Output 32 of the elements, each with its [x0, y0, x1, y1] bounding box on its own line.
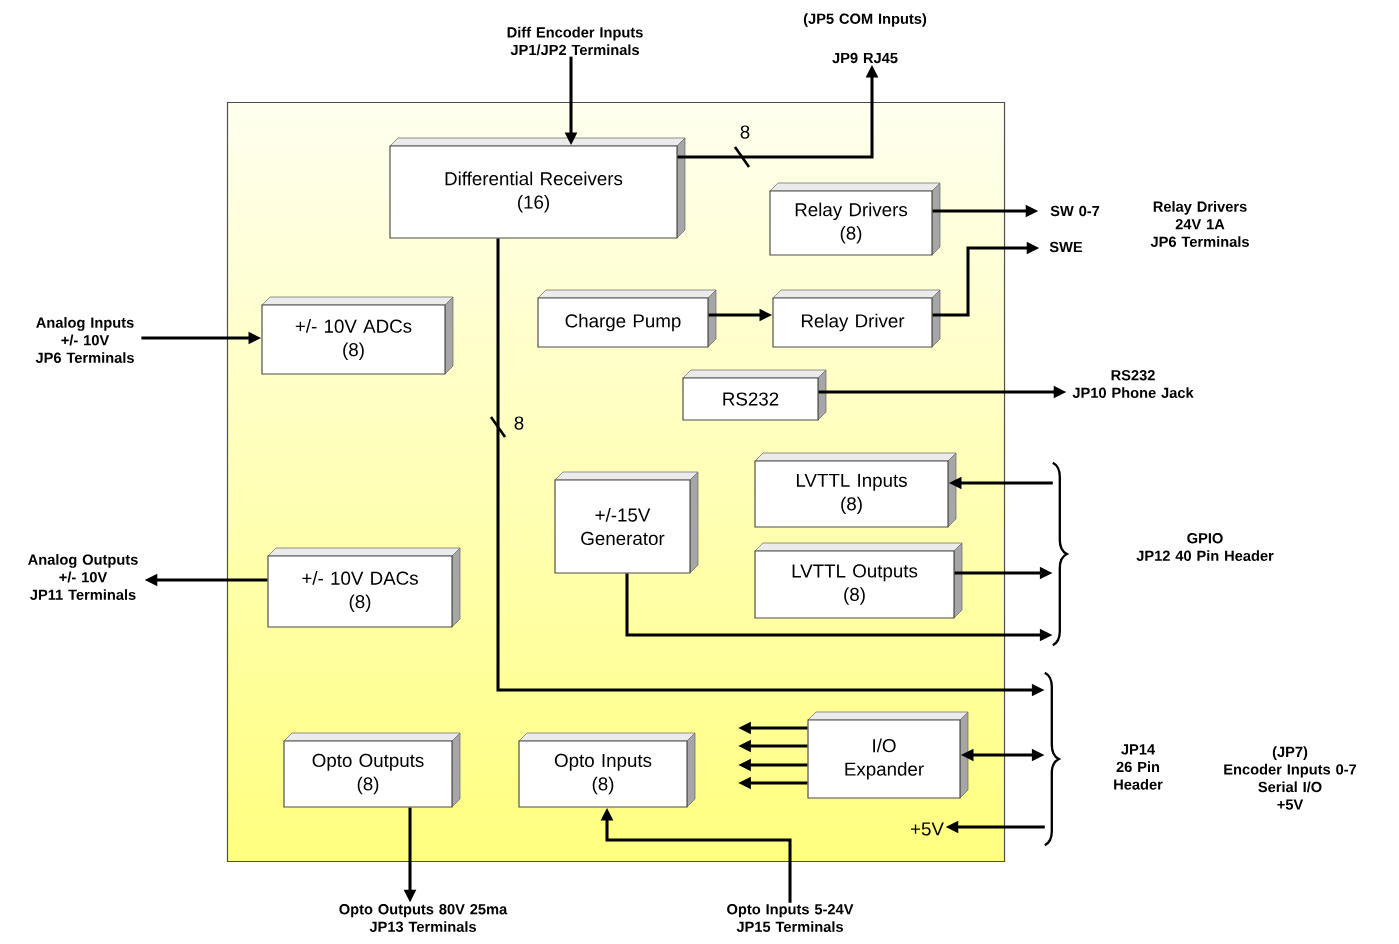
brace: [1052, 461, 1068, 647]
block-box: +/- 10V DACs (8): [267, 547, 461, 628]
block-box: LVTTL Inputs (8): [754, 452, 957, 528]
connector-label: (JP7) Encoder Inputs 0-7 Serial I/O +5V: [1224, 746, 1357, 810]
block-box: Charge Pump: [537, 289, 717, 348]
port-label: Analog Inputs +/- 10V JP6 Terminals: [35, 317, 134, 363]
block-box: Opto Inputs (8): [518, 732, 696, 808]
port-label: SWE: [1049, 241, 1083, 253]
port-label: JP9 RJ45: [832, 52, 898, 64]
block-box: Relay Drivers (8): [769, 182, 941, 256]
port-label: Diff Encoder Inputs JP1/JP2 Terminals: [507, 26, 643, 56]
block-box: Opto Outputs (8): [283, 732, 461, 808]
bus-width-label: 8: [740, 125, 750, 139]
port-label: Opto Outputs 80V 25ma JP13 Terminals: [339, 904, 508, 932]
block-box: +/-15V Generator: [554, 471, 699, 574]
connector-label: JP14 26 Pin Header: [1114, 744, 1163, 790]
block-box: RS232: [682, 369, 827, 421]
block-box: Relay Driver: [772, 289, 941, 348]
voltage-label: +5V: [911, 822, 944, 836]
connector-label: GPIO JP12 40 Pin Header: [1136, 533, 1274, 561]
connector-label: (JP5 COM Inputs): [803, 13, 927, 27]
port-label: SW 0-7: [1050, 205, 1100, 217]
port-label: Analog Outputs +/- 10V JP11 Terminals: [28, 554, 138, 600]
port-label: Opto Inputs 5-24V JP15 Terminals: [727, 904, 854, 932]
connector-label: Relay Drivers 24V 1A JP6 Terminals: [1150, 201, 1249, 247]
block-box: I/O Expander: [807, 711, 969, 799]
bus-width-label: 8: [514, 416, 524, 430]
port-label: RS232 JP10 Phone Jack: [1072, 370, 1194, 398]
block-box: LVTTL Outputs (8): [754, 542, 963, 619]
block-box: Differential Receivers (16): [389, 137, 686, 239]
block-box: +/- 10V ADCs (8): [261, 296, 454, 375]
brace: [1044, 671, 1060, 847]
